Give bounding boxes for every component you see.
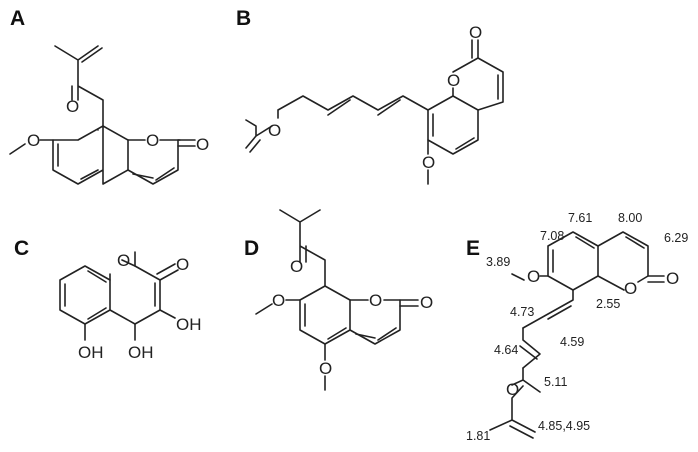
shift-c3p: 4.59 <box>560 335 584 349</box>
atom-a-o-carbonyl: O <box>196 135 209 154</box>
atom-d-o-carbonyl: O <box>420 293 433 312</box>
shift-c1p: 2.55 <box>596 297 620 311</box>
panel-label-d: D <box>244 237 259 260</box>
atom-d-o-ring: O <box>369 291 382 310</box>
atom-b-o-ether: O <box>268 121 281 140</box>
atom-c-oh-4: OH <box>128 343 154 362</box>
structure-d-bonds <box>255 209 419 391</box>
structure-c-bonds <box>59 251 179 341</box>
atom-e-o-ether: O <box>506 380 519 399</box>
panel-label-c: C <box>14 237 29 260</box>
structure-a: A O O O O <box>9 7 209 185</box>
atom-d-o-methoxy-5: O <box>319 359 332 378</box>
atom-c-oh-5: OH <box>78 343 104 362</box>
shift-h3: 6.29 <box>664 231 688 245</box>
atom-b-o-carbonyl: O <box>469 23 482 42</box>
shift-c5p: 5.11 <box>544 375 567 389</box>
shift-h4: 8.00 <box>618 211 642 225</box>
structure-b: B O O O O <box>236 7 504 185</box>
atom-a-o-methoxy: O <box>27 131 40 150</box>
atom-c-o-ring: O <box>117 251 130 270</box>
shift-ch2: 4.85,4.95 <box>538 419 590 433</box>
structure-c: C O O OH OH OH <box>14 237 202 362</box>
atom-e-o-methoxy: O <box>527 267 540 286</box>
atom-c-oh-3: OH <box>176 315 202 334</box>
structure-a-bonds <box>9 45 196 185</box>
atom-a-o-ketone: O <box>66 97 79 116</box>
structure-e: E O O O O 7.61 8.00 7.08 6.29 3.8 <box>466 211 688 443</box>
atom-d-o-ketone: O <box>290 257 303 276</box>
atom-e-o-ring: O <box>624 279 637 298</box>
atom-b-o-ring: O <box>447 71 460 90</box>
shift-h6: 7.08 <box>540 229 564 243</box>
atom-b-o-methoxy: O <box>422 153 435 172</box>
structure-d: D O O O O O <box>244 209 433 391</box>
shift-c4p: 4.64 <box>494 343 518 357</box>
atom-c-o-carbonyl: O <box>176 255 189 274</box>
atom-e-o-carbonyl: O <box>666 269 679 288</box>
atom-d-o-methoxy-7: O <box>272 291 285 310</box>
shift-c2p: 4.73 <box>510 305 534 319</box>
structure-b-bonds <box>245 39 504 185</box>
shift-me: 1.81 <box>466 429 490 443</box>
nmr-shift-labels: 7.61 8.00 7.08 6.29 3.89 2.55 4.73 4.59 … <box>466 211 688 443</box>
panel-label-a: A <box>10 7 25 30</box>
structure-e-bonds <box>489 231 665 439</box>
shift-h5: 7.61 <box>568 211 592 225</box>
shift-ome: 3.89 <box>486 255 510 269</box>
panel-label-e: E <box>466 237 480 260</box>
atom-a-o-ring: O <box>146 131 159 150</box>
panel-label-b: B <box>236 7 251 30</box>
